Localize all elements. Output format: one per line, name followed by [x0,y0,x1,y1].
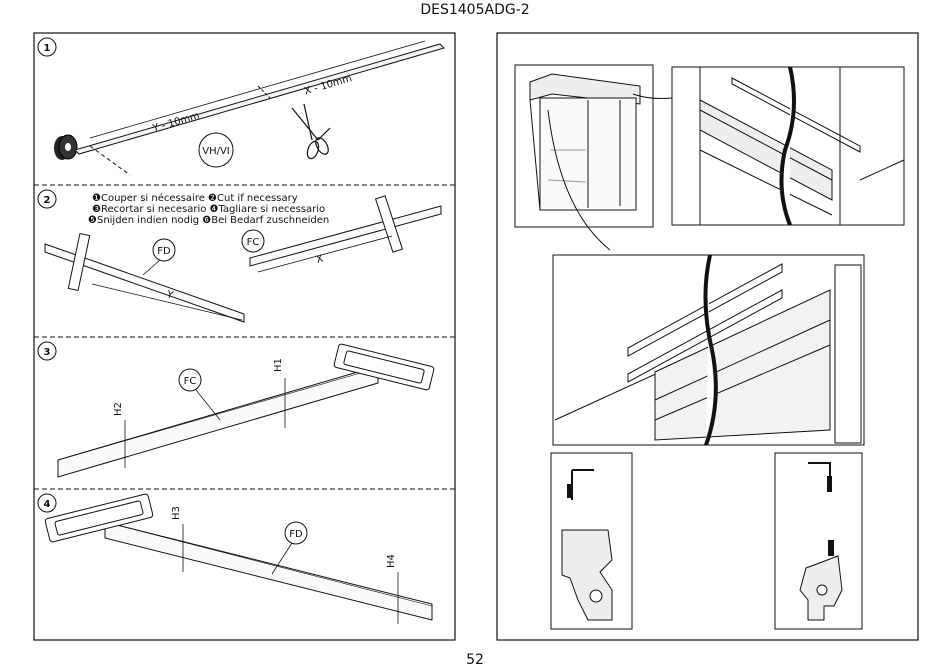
fd-strip [44,243,245,323]
fc-callout [178,368,202,392]
tape-strip [74,43,445,155]
end-clamp [374,195,404,253]
fd-callout [152,238,176,262]
end-clamp [67,232,91,292]
y-dimension-line [91,283,243,321]
y-label: Y [164,289,175,302]
step-number-badge [37,189,57,209]
h4-label: H4 [386,554,397,568]
cut-guide-line [89,145,131,176]
detail-leader [632,93,673,99]
x-dimension-line [257,235,393,273]
tape-roll-icon [54,134,78,160]
h3-label: H3 [171,506,182,520]
rail-detail-top [671,66,905,226]
fc-callout-label: FC [247,237,260,248]
leader-line [195,389,221,421]
step-1: 1 X - 10mm Y - 10mm VH/VI [37,37,445,176]
strip-edge [104,521,433,607]
fd-callout-label: FD [157,246,171,257]
step-number: 4 [44,499,51,510]
leader-line [142,259,161,276]
end-clamp-inner [54,500,144,536]
fd-strip [104,521,433,621]
right-panel-frame [496,32,919,641]
h2-label: H2 [113,402,124,416]
scissors-icon [291,103,331,160]
cut-note-line: ❺Snijden indien nodig ❻Bei Bedarf zuschn… [88,215,329,226]
profile-section-left [550,452,633,630]
h1-label: H1 [273,358,284,372]
end-clamp [44,493,154,543]
y-dimension-label: Y - 10mm [151,111,201,135]
fd-callout [284,521,308,545]
fc-callout [241,229,265,253]
rail-detail-middle [552,254,865,446]
step-number: 3 [44,347,51,358]
step-4: 4 FD H3 H4 [37,493,433,624]
page-number: 52 [466,652,484,668]
detail-leader [547,109,611,251]
step-number: 2 [44,195,51,206]
step-number-badge [37,341,57,361]
strip-edge [57,367,379,461]
step-number-badge [37,37,57,57]
cut-mark [257,85,271,99]
y-dimension-line [89,87,263,139]
step-2: 2 ❶Couper si nécessaire ❷Cut if necessar… [37,189,442,323]
profile-section-right [774,452,863,630]
step-number-badge [37,493,57,513]
leader-line [271,542,293,575]
end-clamp [333,343,435,391]
tape-callout [198,132,234,168]
step-3: 3 FC H1 H2 [37,341,435,478]
fc-callout-label: FC [184,376,197,387]
fc-strip [57,365,379,478]
fd-callout-label: FD [289,529,303,540]
cut-note-line: ❸Recortar si necesario ❹Tagliare si nece… [92,204,325,215]
cabinet-overview-illustration [514,64,654,228]
step-number: 1 [44,43,51,54]
document-code: DES1405ADG-2 [420,2,530,18]
tape-callout-label: VH/VI [202,146,230,157]
x-label: X [315,253,325,266]
x-dimension-line [261,40,426,89]
end-clamp-inner [343,350,425,384]
cut-note-line: ❶Couper si nécessaire ❷Cut if necessary [92,192,298,204]
